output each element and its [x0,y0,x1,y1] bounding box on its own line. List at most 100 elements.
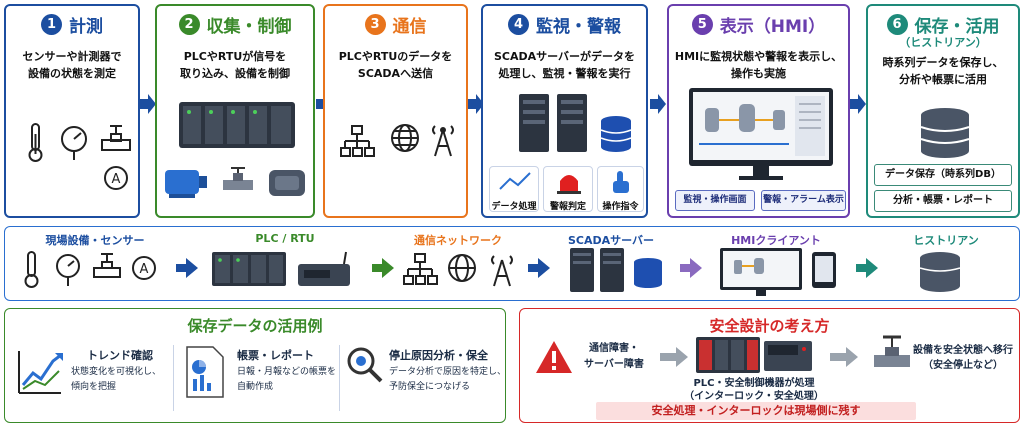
ammeter-icon: A [104,166,128,190]
flow-arrow-3 [528,258,550,278]
safety-valve-icon [874,335,910,367]
usage-panel: 保存データの活用例 トレンド確認 状態変化を可視化し、 傾向を把握 帳票・レポー… [4,308,506,423]
step-5-number: 5 [691,13,713,35]
hmi-monitor-icon [720,248,802,296]
usage-report-desc: 日報・月報などの帳票を 自動作成 [237,367,337,392]
flow-diagram-icons: A [24,248,961,296]
valve-icon [223,167,253,190]
flow-arrow-1 [176,258,198,278]
step-5-header: 5 表示（HMI） [669,6,848,42]
step-1-desc: センサーや計測器で 設備の状態を測定 [22,50,122,80]
safety-fault-text: 通信障害・ サーバー障害 [584,343,644,370]
step-5-desc: HMIに監視状態や警報を表示し、 操作も実施 [674,50,843,80]
flow-label-hmi: HMIクライアント [731,234,821,247]
operation-command-card: 操作指令 [597,166,644,212]
data-processing-card: データ処理 [489,166,539,212]
step-5-title: 表示（HMI） [719,16,826,37]
pump-icon [269,170,305,196]
step-5-panel: 5 表示（HMI） HMIに監視状態や警報を表示し、 操作も実施 監視・操作画面… [667,4,850,218]
step-3-number: 3 [364,13,386,35]
step-2-number: 2 [178,13,200,35]
safety-title: 安全設計の考え方 [709,317,830,335]
usage-trend-desc: 状態変化を可視化し、 傾向を把握 [71,367,162,392]
antenna-tower-icon [491,255,513,287]
step-4-desc: SCADAサーバーがデータを 処理し、監視・警報を実行 [493,50,636,80]
thermometer-icon [24,251,39,288]
safety-banner: 安全処理・インターロックは現場側に残す [596,402,916,420]
step-3-title: 通信 [392,16,427,37]
step-1-number: 1 [41,13,62,35]
step-2-title: 収集・制御 [206,16,292,37]
valve-icon [93,253,121,278]
step-6-desc: 時系列データを保存し、 分析や帳票に活用 [882,56,1004,86]
globe-icon [391,124,419,152]
plc-rack-icon [179,102,295,148]
arrow-4-5 [650,94,666,114]
analysis-magnifier-icon [347,347,383,383]
alarm-light-icon [557,175,581,194]
safety-plc-icon [696,337,812,373]
trend-chart-icon [18,351,63,394]
step-6-panel: 6 保存・活用 （ヒストリアン） 時系列データを保存し、 分析や帳票に活用 デー… [866,4,1020,218]
usage-title: 保存データの活用例 [187,317,323,335]
antenna-tower-icon [432,125,454,157]
step-3-header: 3 通信 [325,6,466,42]
step-6-number: 6 [886,13,908,35]
pressure-gauge-icon [56,254,80,286]
rtu-device-icon [298,251,350,286]
svg-text:A: A [112,172,121,187]
svg-text:A: A [140,262,149,277]
valve-icon [101,125,131,151]
usage-trend-title: トレンド確認 [87,349,153,362]
usage-report-title: 帳票・レポート [237,349,314,362]
arrow-5-6 [850,94,866,114]
timeseries-storage-box: データ保存（時系列DB） [874,164,1012,186]
server-icon [600,248,624,292]
step-4-header: 4 監視・警報 [483,6,646,42]
server-icon [557,94,587,152]
flow-arrow-2 [372,258,394,278]
flow-label-historian: ヒストリアン [913,234,979,247]
flow-label-network: 通信ネットワーク [414,234,502,247]
step-2-header: 2 収集・制御 [157,6,313,42]
network-icon [403,253,438,285]
server-icon [570,248,594,292]
step-2-desc: PLCやRTUが信号を 取り込み、設備を制御 [180,50,290,80]
safety-arrow-2 [830,347,858,367]
warning-triangle-icon [536,341,572,373]
step-6-title: 保存・活用 [914,16,1000,37]
usage-divider [339,345,340,411]
usage-analysis-desc: データ分析で原因を特定し、 予防保全につなげる [389,367,506,392]
ammeter-icon: A [132,256,156,280]
safety-arrow-1 [660,347,688,367]
system-flow-panel [4,226,1020,301]
database-icon [920,108,970,158]
database-icon [634,258,662,288]
alarm-display-button: 警報・アラーム表示 [761,190,846,211]
flow-label-plc: PLC / RTU [255,232,315,245]
step-3-icons [340,124,454,157]
step-1-panel: 1 計測 センサーや計測器で 設備の状態を測定 A [4,4,140,218]
trend-line-icon [499,172,531,190]
flow-arrow-5 [856,258,878,278]
arrow-1-2 [140,94,156,114]
flow-label-scada: SCADAサーバー [567,234,655,247]
touch-hand-icon [613,171,629,193]
usage-analysis-title: 停止原因分析・保全 [389,349,488,362]
safety-result-text: 設備を安全状態へ移行 （安全停止など） [913,345,1013,371]
database-icon [600,116,632,152]
flow-arrow-4 [680,258,702,278]
tablet-icon [812,252,836,288]
database-icon [919,252,961,292]
flow-label-field: 現場設備・センサー [45,234,145,247]
step-1-icons: A [28,123,131,190]
monitor-operation-screen-button: 監視・操作画面 [675,190,755,211]
step-6-subtitle: （ヒストリアン） [899,36,987,49]
step-3-panel: 3 通信 PLCやRTUのデータを SCADAへ送信 [323,4,468,218]
step-4-title: 監視・警報 [536,16,621,37]
step-4-number: 4 [508,13,529,35]
analysis-report-box: 分析・帳票・レポート [874,190,1012,212]
step-6-header: 6 保存・活用 [868,10,1018,38]
safety-panel: 安全設計の考え方 通信障害・ サーバー障害 PLC・安全制御機器が処理 （インタ… [519,308,1020,423]
alarm-judgment-card: 警報判定 [543,166,593,212]
